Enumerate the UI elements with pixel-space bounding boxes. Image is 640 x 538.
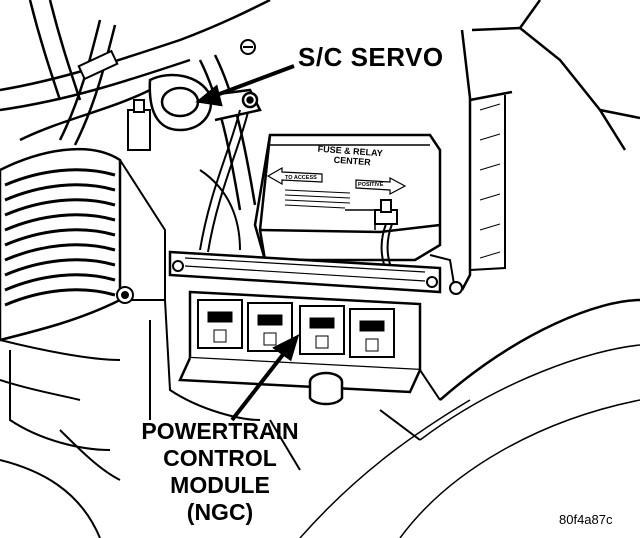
- bolt-left: [116, 286, 134, 304]
- engine-cover-ribs: [4, 168, 116, 307]
- fender-shading: [479, 103, 501, 259]
- pcm-label-line-3: MODULE: [170, 472, 270, 498]
- engine-cover-side: [0, 159, 166, 451]
- hoses: [0, 0, 271, 211]
- bolt-right: [449, 281, 463, 295]
- fuse-box-fine-print: [284, 189, 351, 209]
- bracket-bolts: [172, 260, 438, 288]
- servo-cable: [199, 109, 249, 253]
- hose-clamp: [77, 49, 151, 151]
- fuse-box-title: FUSE & RELAY: [317, 144, 383, 159]
- wheel-well-panel: [299, 298, 640, 538]
- pcm-label-line-2: CONTROL: [163, 445, 277, 471]
- pcm-bracket-ribs: [184, 257, 426, 282]
- figure-id: 80f4a87c: [559, 512, 613, 527]
- connector-latches: [207, 311, 385, 352]
- fuse-box-title-2: CENTER: [333, 155, 371, 168]
- pcm-label-line-1: POWERTRAIN: [141, 418, 299, 444]
- fender-panel: [460, 0, 640, 291]
- pcm-leader: [230, 334, 300, 422]
- pcm-callout-label: POWERTRAIN CONTROL MODULE (NGC): [100, 418, 340, 526]
- pcm-bracket: [168, 250, 442, 294]
- fuse-box-arrows: [266, 166, 407, 195]
- fuse-box-arrow-right-text: POSITIVE: [358, 182, 384, 188]
- pcm-label-line-4: (NGC): [186, 499, 254, 525]
- bolt-top: [240, 39, 256, 55]
- pcm-connectors: [197, 299, 395, 358]
- oil-fill-cap: [308, 371, 344, 406]
- servo-leader: [195, 64, 295, 107]
- fuse-box-arrow-left-text: TO ACCESS: [285, 175, 317, 181]
- servo-callout-label: S/C SERVO: [298, 42, 444, 72]
- engine-block-lines: [149, 169, 456, 471]
- lower-left-panel: [0, 429, 121, 538]
- servo-unit: [148, 73, 262, 132]
